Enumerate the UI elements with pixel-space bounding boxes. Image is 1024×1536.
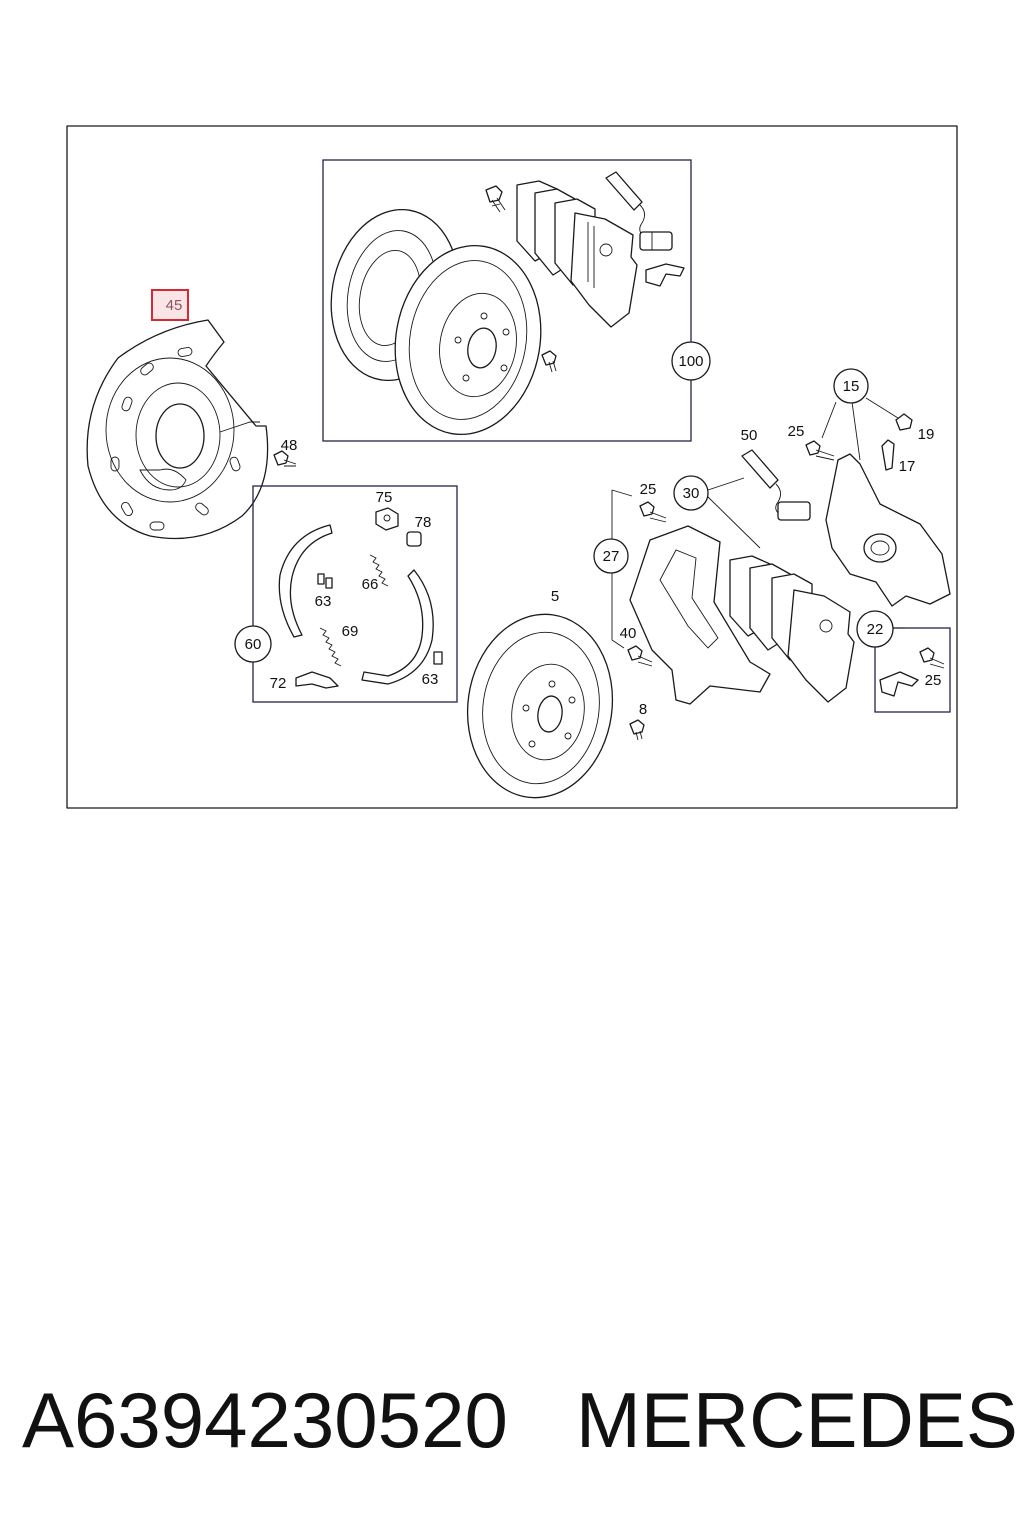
group-box-100 [322,159,692,442]
bolt-25-boxed [919,647,945,669]
return-spring-66 [369,554,389,587]
callout-45-highlight[interactable] [151,289,189,321]
callout-15[interactable]: 15 [843,378,860,395]
callout-50[interactable]: 50 [741,427,758,444]
diagram-frame [66,125,958,809]
brake-backing-plate [86,319,269,540]
bracket-bolt-25-lower [639,501,667,523]
screw-8 [629,719,645,741]
brake-pad-set-lower [729,555,855,703]
callout-60-circle[interactable] [234,625,272,663]
dust-cap-19 [895,413,913,431]
hold-down-pin-63b [433,651,443,665]
return-spring-69 [319,627,342,667]
disc-bolt-icon [485,185,506,213]
callout-17[interactable]: 17 [899,458,916,475]
callout-40[interactable]: 40 [620,625,637,642]
caliper-bolt-25-upper [805,440,835,461]
callout-25-caliper[interactable]: 25 [788,423,805,440]
callout-15-circle[interactable] [833,368,869,404]
callout-63-right[interactable]: 63 [422,671,439,688]
callout-66[interactable]: 66 [362,576,379,593]
wear-sensor-30 [741,449,811,521]
caliper-housing [825,453,951,607]
callout-75[interactable]: 75 [376,489,393,506]
brake-disc-5 [466,613,614,799]
callout-27-circle[interactable] [593,538,629,574]
callout-5[interactable]: 5 [551,588,559,605]
anti-rattle-clip-upper [645,263,685,287]
callout-19[interactable]: 19 [918,426,935,443]
rear-brake-disc-pair [330,208,542,436]
wear-sensor-upper [605,171,673,251]
callout-25-bracket[interactable]: 25 [640,481,657,498]
callout-100-circle[interactable] [671,341,711,381]
bleed-screw-17 [881,439,895,471]
callout-22[interactable]: 22 [867,621,884,638]
brand-name: MERCEDES [575,1376,1018,1464]
disc-screw-icon [541,350,557,373]
callout-60[interactable]: 60 [245,636,262,653]
callout-30[interactable]: 30 [683,485,700,502]
parking-brake-shoe-right [361,569,434,685]
part-number: A6394230520 [22,1376,508,1464]
callout-48[interactable]: 48 [281,437,298,454]
group-box-22 [874,627,951,713]
callout-78[interactable]: 78 [415,514,432,531]
callout-63-left[interactable]: 63 [315,593,332,610]
callout-27[interactable]: 27 [603,548,620,565]
callout-25-boxed[interactable]: 25 [925,672,942,689]
guide-spring-22 [879,671,919,697]
callout-8[interactable]: 8 [639,701,647,718]
callout-100[interactable]: 100 [678,353,703,370]
callout-69[interactable]: 69 [342,623,359,640]
backing-plate-bolt-icon [273,450,297,467]
lever-72 [295,671,339,689]
parking-brake-shoe-left [278,524,333,638]
bracket-bolt-40 [627,645,653,667]
part-caption: A6394230520 MERCEDES [22,1370,1018,1470]
bracket-27-inner [659,549,719,649]
sleeve-78 [406,531,422,547]
callout-45[interactable]: 45 [166,297,183,314]
group-box-60 [252,485,458,703]
callout-22-circle[interactable] [856,610,894,648]
adjuster-75 [375,507,399,531]
hold-down-pin-63a [317,573,333,589]
callout-30-circle[interactable] [673,475,709,511]
brake-pad-set-upper [516,180,638,328]
callout-72[interactable]: 72 [270,675,287,692]
